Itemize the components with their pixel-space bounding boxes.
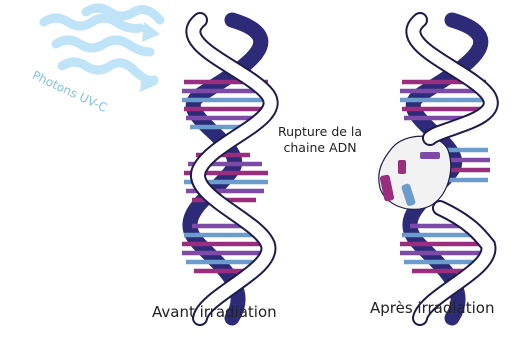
helix-before — [182, 20, 272, 318]
break-label-line-1: Rupture de la — [278, 124, 362, 140]
photon-arrowhead-1 — [142, 22, 160, 42]
photon-wave-3 — [56, 40, 150, 52]
break-label-line-2: chaine ADN — [278, 140, 362, 156]
uv-photon-arrows — [44, 8, 160, 80]
break-label: Rupture de la chaine ADN — [278, 124, 362, 156]
caption-after: Après irradiation — [370, 299, 494, 317]
helix-after — [379, 20, 491, 318]
photon-wave-4 — [62, 62, 154, 80]
photon-arrowhead-2 — [140, 72, 158, 92]
caption-before: Avant irradiation — [152, 303, 277, 321]
